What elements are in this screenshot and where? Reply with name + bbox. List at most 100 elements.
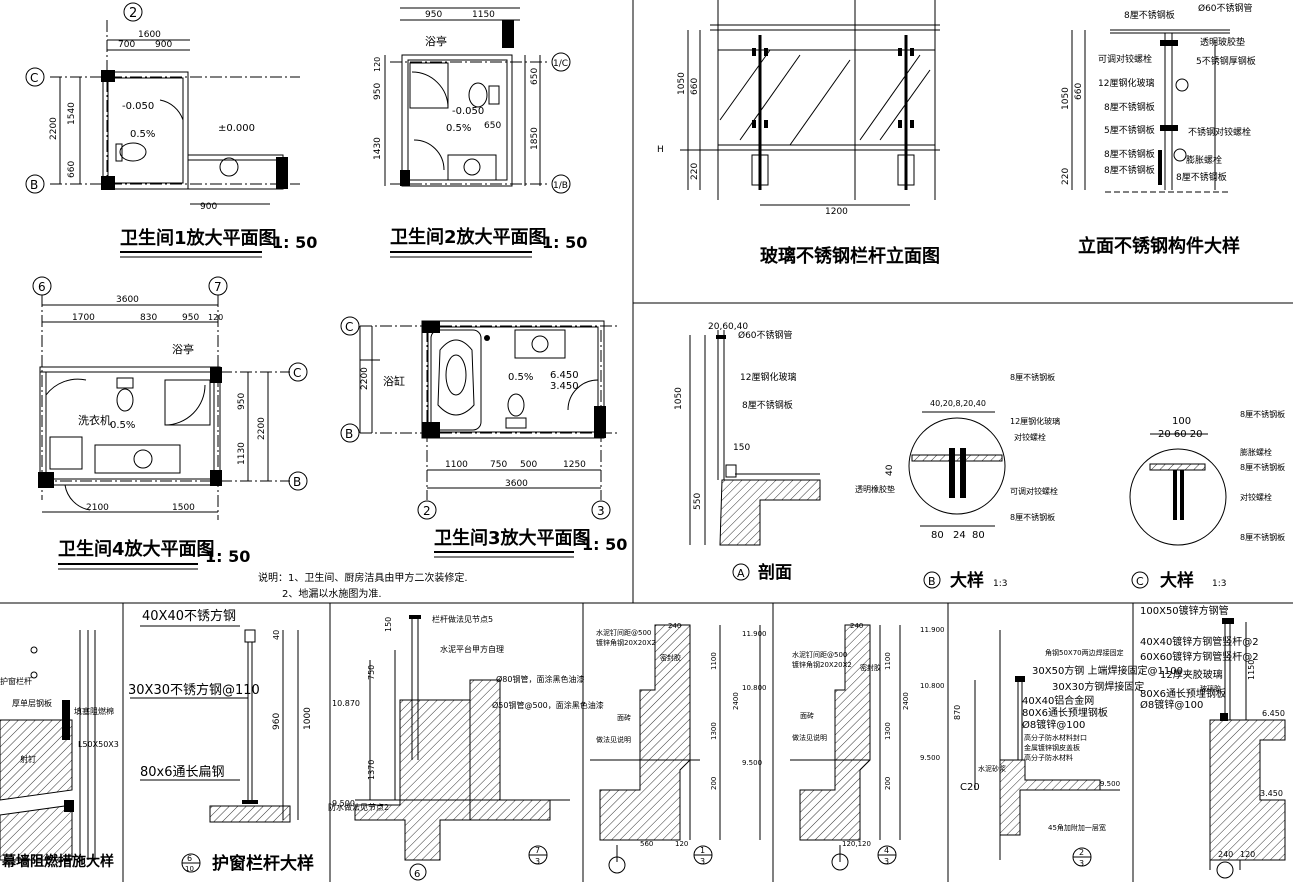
dim-120-p4: 120: [208, 313, 223, 322]
guard-rail-detail: 40X40不锈方钢 30X30不锈方钢@110 80x6通长扁钢 960 100…: [128, 608, 314, 874]
s7-den: 3: [535, 857, 540, 866]
sec-a-d1050: 1050: [674, 387, 684, 410]
s1-label-5: 做法见说明: [596, 735, 631, 744]
s2-label-11: C20: [960, 782, 980, 793]
s4-lev2: 10.800: [920, 682, 945, 690]
railing-elevation: 1050 660 220 H 1200 玻璃不锈钢栏杆立面图: [657, 0, 940, 267]
s6-1150: 1150: [1247, 660, 1256, 680]
s1-lev2: 10.800: [742, 684, 767, 692]
plan-4: 6 7 C B 3600 1700 830 950 120 浴亭 洗衣机 0.5…: [32, 276, 308, 570]
det-c-p2: 8厘不锈钢板: [1240, 462, 1285, 472]
dim-1050-s: 1050: [1061, 87, 1071, 110]
s4-den: 3: [884, 857, 889, 866]
det-c-dims: 20 60 20: [1158, 429, 1203, 440]
s2-num: 2: [1079, 848, 1084, 857]
s2-label-9: 高分子防水材料: [1024, 753, 1073, 762]
s2-label-3: 30X30方钢焊接固定: [1052, 680, 1144, 693]
det-b-24: 24: [953, 530, 966, 541]
guard-label-1: 40X40不锈方钢: [142, 608, 236, 624]
detail-b: 8厘不锈钢板 12厘钢化玻璃 对铰螺栓 透明橡胶垫 可调对铰螺栓 8厘不锈钢板 …: [855, 372, 1060, 591]
plan-2: 1/C 1/B 950 1150 浴亭 -0.050 0.5% 650 650 …: [373, 7, 587, 258]
s4-1300: 1300: [884, 722, 892, 740]
s7-750: 750: [367, 665, 376, 680]
s7-lev1: 10.870: [332, 699, 360, 708]
axis-7-label: 7: [214, 280, 222, 294]
cw-label-5: 射钉: [20, 754, 36, 764]
det-b-bolt: 对铰螺栓: [1014, 432, 1046, 442]
dim-1250: 1250: [563, 460, 586, 470]
dim-120: 120: [373, 57, 382, 72]
dim-1600: 1600: [138, 30, 161, 40]
s1-560: 560: [640, 840, 653, 848]
steel-label-5: 5不锈钢厚钢板: [1196, 55, 1256, 67]
s2-label-6: Ø8镀锌@100: [1022, 718, 1085, 731]
det-b-80: 80: [931, 530, 944, 541]
axis-c-label: C: [30, 71, 38, 85]
slope-1: 0.5%: [130, 129, 155, 140]
sec-a-plate: 8厘不锈钢板: [742, 399, 793, 411]
scale-plan-2: 1: 50: [542, 233, 587, 252]
guard-960: 960: [272, 713, 282, 730]
dim-950v: 950: [373, 83, 383, 100]
label-shower-p4: 浴亭: [172, 342, 194, 356]
steel-label-11: 膨胀螺栓: [1186, 154, 1222, 166]
dim-650: 650: [484, 121, 501, 131]
s7-label-5: 防水做法见节点2: [328, 802, 389, 812]
level-minus: -0.050: [122, 101, 154, 112]
section-1-3: 水泥钉间距@500 镀锌角钢20X20X2 密封胶 面砖 做法见说明 11.90…: [590, 622, 767, 874]
dim-900: 900: [155, 40, 172, 50]
s1-den: 3: [700, 857, 705, 866]
det-b-plate: 8厘不锈钢板: [1010, 512, 1055, 522]
dim-1130: 1130: [237, 442, 247, 465]
s1-label-1: 水泥钉间距@500: [596, 628, 651, 637]
axis-2-marker: [123, 2, 143, 22]
slope-p4: 0.5%: [110, 420, 135, 431]
dim-660-s: 660: [1074, 83, 1084, 100]
s4-num: 4: [884, 846, 889, 855]
steel-label-10: 8厘不锈钢板: [1104, 148, 1155, 160]
s2-label-7: 高分子防水材料封口: [1024, 733, 1087, 742]
detail-c: 8厘不锈钢板 膨胀螺栓 8厘不锈钢板 对铰螺栓 8厘不锈钢板 100 20 60…: [1129, 409, 1285, 591]
s1-240: 240: [668, 622, 681, 630]
dim-220-s: 220: [1061, 168, 1071, 185]
s6-label-7: Ø8镀锌@100: [1140, 698, 1203, 711]
axis-1c-label: 1/C: [553, 59, 568, 69]
steel-label-3: 透明玻胶垫: [1200, 36, 1245, 48]
title-detail-c: 大样: [1160, 570, 1194, 591]
level-zero: ±0.000: [218, 123, 255, 134]
dim-500: 500: [520, 460, 537, 470]
title-plan-4: 卫生间4放大平面图: [58, 538, 215, 560]
level-6450: 6.450: [550, 370, 579, 381]
s1-label-2: 镀锌角钢20X20X2: [596, 638, 656, 647]
s6-label-2: 40X40镀锌方钢管竖杆@2: [1140, 635, 1259, 648]
s6-240: 240: [1218, 850, 1233, 859]
cw-label-4: L50X50X3: [78, 740, 119, 749]
s7-axis: 6: [414, 869, 420, 880]
s2-label-1: 角钢50X70两边焊接固定: [1045, 648, 1124, 657]
dim-700: 700: [118, 40, 135, 50]
det-c-100: 100: [1172, 416, 1191, 427]
title-railing: 玻璃不锈钢栏杆立面图: [760, 245, 940, 267]
s2-label-5: 80X6通长预埋钢板: [1022, 706, 1108, 719]
det-c-top: 8厘不锈钢板: [1240, 409, 1285, 419]
axis-1b-label: 1/B: [553, 181, 568, 191]
dim-1050-r: 1050: [677, 72, 687, 95]
det-b-dims: 40,20,8,20,40: [930, 399, 986, 408]
s1-200: 200: [710, 777, 718, 790]
s4-label-4: 面砖: [800, 711, 814, 720]
axis-2-label-p3: 2: [423, 504, 431, 518]
title-detail-b: 大样: [950, 570, 984, 591]
s6-120: 120: [1240, 850, 1255, 859]
scale-plan-1: 1: 50: [272, 233, 317, 252]
det-c-anchor: 膨胀螺栓: [1240, 447, 1272, 457]
sec-a-d550: 550: [693, 493, 703, 510]
s1-lev1: 11.900: [742, 630, 767, 638]
note-line-2: 2、地漏以水施图为准.: [282, 587, 382, 600]
s1-num: 1: [700, 846, 705, 855]
s7-1370: 1370: [367, 760, 376, 780]
title-plan-1: 卫生间1放大平面图: [120, 227, 277, 249]
plan-1: 2 C B 1600 700 900 2200 1540 660 900 -0.…: [25, 2, 317, 258]
s7-150: 150: [384, 617, 393, 632]
s2-label-8: 金属镀锌钢皮盖板: [1024, 743, 1080, 752]
